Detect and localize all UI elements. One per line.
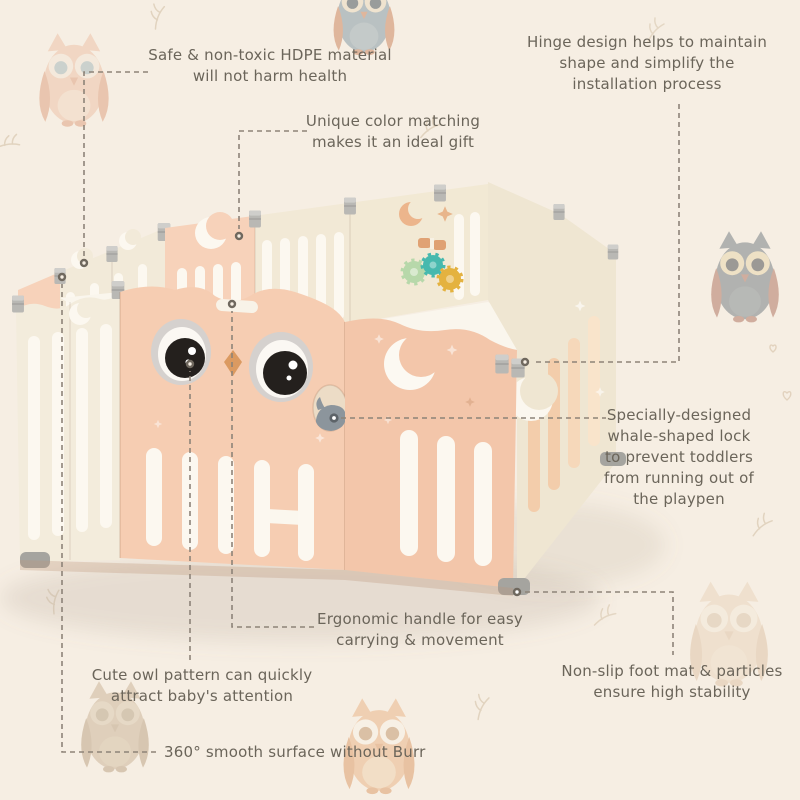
heart-doodle-icon: [769, 344, 777, 353]
callout-text-line: Unique color matching: [305, 112, 481, 130]
callout-text-line: makes it an ideal gift: [311, 133, 475, 151]
callout-text-line: Non-slip foot mat & particles: [561, 662, 783, 680]
playpen-front-right-panel: [345, 318, 530, 595]
callout-dot: [512, 587, 522, 597]
callout-text-line: Hinge design helps to maintain: [526, 33, 768, 51]
playpen-left-wall: [11, 280, 125, 568]
callout-text-line: installation process: [572, 75, 722, 93]
callout-text-line: shape and simplify the: [559, 54, 735, 72]
wall-prints: [399, 199, 464, 293]
callout-text-line: carrying & movement: [336, 631, 504, 649]
callout-text-line: Safe & non-toxic HDPE material: [148, 46, 392, 64]
callout-text-line: 360° smooth surface without Burr: [164, 743, 426, 761]
playpen-base-rail: [20, 560, 513, 596]
callout-text-line: from running out of: [604, 469, 754, 487]
moon-cutout: [195, 212, 234, 249]
callout-line-safe-material: [83, 71, 148, 256]
hinge-icon: [552, 203, 566, 221]
callout-color-matching-label: Unique color matching makes it an ideal …: [303, 111, 483, 153]
callout-smooth-surface-label: 360° smooth surface without Burr: [164, 742, 454, 763]
callout-dot: [57, 272, 67, 282]
callout-text-line: will not harm health: [192, 67, 348, 85]
callout-ergonomic-handle-label: Ergonomic handle for easy carrying & mov…: [313, 609, 527, 651]
foot-pad: [600, 452, 626, 466]
callout-text-line: to prevent toddlers: [605, 448, 753, 466]
leaf-doodle-icon: [0, 129, 25, 160]
hinge-icon: [343, 196, 357, 216]
callout-text-line: the playpen: [633, 490, 725, 508]
whale-lock-handle: [312, 384, 348, 432]
callout-non-slip-foot-label: Non-slip foot mat & particles ensure hig…: [548, 661, 796, 703]
moon-cutout: [69, 300, 95, 325]
callout-dot: [234, 231, 244, 241]
playpen-right-wall: [488, 182, 626, 588]
owl-eye-right: [249, 332, 313, 402]
hinge-icon: [11, 294, 25, 314]
callout-hinge-design-label: Hinge design helps to maintain shape and…: [518, 32, 776, 95]
callout-line-hinge-design: [532, 104, 680, 363]
beads-print-icon: [418, 238, 446, 250]
base-handle-slot: [262, 509, 308, 525]
callout-dot: [185, 359, 195, 369]
callout-line-ergonomic-handle: [231, 311, 314, 628]
callout-safe-material-label: Safe & non-toxic HDPE material will not …: [135, 45, 405, 87]
moon-cutout: [509, 372, 558, 421]
leaf-doodle-icon: [146, 0, 172, 30]
owl-watermark-icon: [39, 33, 109, 127]
callout-text-line: whale-shaped lock: [607, 427, 751, 445]
callout-dot: [79, 258, 89, 268]
hinge-icon: [248, 209, 262, 229]
callout-line-color-matching: [238, 130, 307, 229]
callout-dot: [227, 299, 237, 309]
callout-line-non-slip-foot: [525, 591, 674, 655]
callout-line-smooth-surface: [61, 284, 156, 753]
leaf-doodle-icon: [593, 601, 619, 632]
callout-text-line: Specially-designed: [606, 406, 752, 424]
hinge-icon: [607, 244, 619, 260]
callout-whale-lock-label: Specially-designed whale-shaped lock to …: [588, 405, 770, 510]
callout-text-line: Ergonomic handle for easy: [317, 610, 523, 628]
owl-face-door: [119, 286, 374, 570]
flower-prints-icon: [400, 252, 464, 293]
owl-watermark-icon: [711, 231, 779, 323]
moon-cutout: [384, 333, 443, 390]
callout-dot: [329, 413, 339, 423]
hinge-icon: [494, 353, 510, 375]
callout-owl-pattern-label: Cute owl pattern can quickly attract bab…: [78, 665, 326, 707]
leaf-doodle-icon: [752, 511, 774, 540]
callout-lines: [61, 71, 680, 753]
hinge-icon: [433, 183, 447, 203]
leaf-doodle-icon: [471, 691, 495, 721]
callout-dot: [520, 357, 530, 367]
foot-pad: [498, 578, 530, 595]
owl-eye-left: [151, 319, 211, 385]
callout-endpoints: [57, 231, 530, 597]
hinge-icon: [105, 245, 119, 263]
foot-pad: [20, 552, 50, 568]
heart-doodle-icon: [782, 391, 792, 401]
carry-handle-slot: [216, 298, 258, 314]
owl-beak: [224, 350, 242, 376]
callout-text-line: Cute owl pattern can quickly: [91, 666, 313, 684]
moon-print-icon: [399, 199, 428, 226]
callout-text-line: ensure high stability: [593, 683, 751, 701]
callout-text-line: attract baby's attention: [110, 687, 294, 705]
